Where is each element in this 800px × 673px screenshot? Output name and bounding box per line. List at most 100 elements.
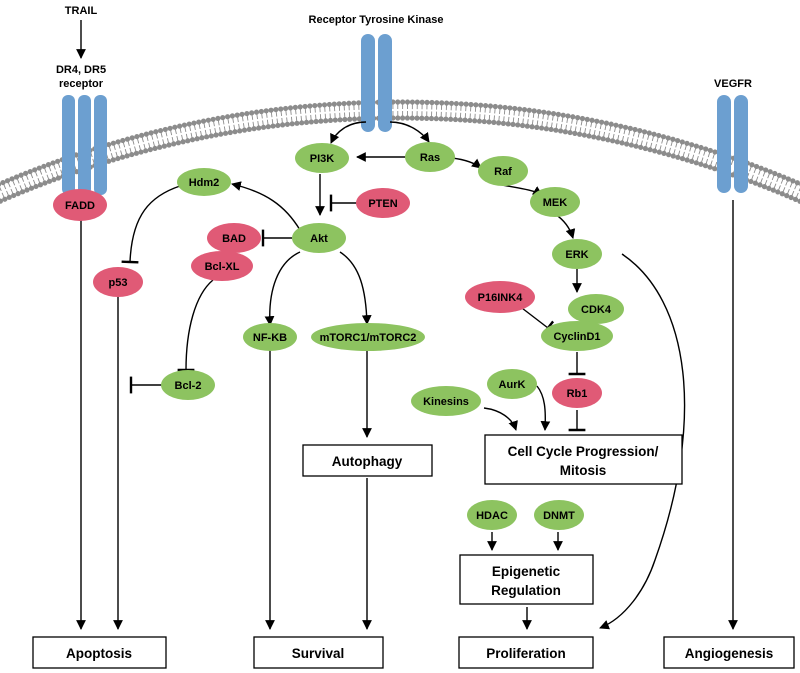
lipid-head [323, 118, 329, 124]
lipid-head [200, 118, 207, 124]
lipid-head [560, 112, 566, 118]
svg-text:ERK: ERK [565, 249, 588, 261]
lipid-head [273, 106, 279, 113]
lipid-head [395, 99, 401, 105]
lipid-head [622, 124, 629, 130]
lipid-head [752, 180, 759, 186]
lipid-head [462, 117, 468, 123]
lipid-head [766, 185, 772, 191]
lipid-head [11, 192, 17, 199]
lipid-head [548, 126, 554, 133]
lipid-head [249, 110, 255, 116]
lipid-head [180, 139, 186, 145]
lipid-head [27, 168, 33, 175]
lipid-head [429, 99, 435, 106]
svg-text:Epigenetic: Epigenetic [492, 564, 561, 579]
lipid-head [46, 178, 53, 184]
lipid-head [670, 136, 676, 142]
lipid-head [162, 126, 168, 133]
lipid-head [638, 144, 644, 150]
lipid-head [256, 125, 262, 131]
lipid-head [213, 132, 219, 138]
lipid-head [143, 131, 149, 137]
svg-text:Regulation: Regulation [491, 583, 561, 598]
lipid-head [139, 132, 145, 138]
node-p53: p53 [93, 267, 143, 297]
lipid-head [308, 119, 314, 125]
lipid-head [347, 116, 353, 122]
lipid-head [468, 101, 474, 108]
lipid-head [232, 129, 238, 135]
lipid-head [265, 124, 271, 130]
svg-text:Akt: Akt [310, 233, 328, 245]
lipid-head [661, 150, 667, 156]
lipid-head [438, 116, 444, 122]
lipid-head [172, 124, 178, 130]
lipid-head [263, 108, 269, 114]
svg-text:Survival: Survival [292, 646, 345, 661]
lipid-head [618, 123, 624, 129]
svg-text:PTEN: PTEN [368, 198, 397, 210]
lipid-head [584, 116, 590, 122]
lipid-head [404, 115, 411, 121]
lipid-head [23, 170, 29, 176]
node-p16ink4: P16INK4 [465, 281, 535, 313]
lipid-head [133, 150, 140, 156]
lipid-head [541, 109, 547, 115]
lipid-head [129, 151, 135, 158]
lipid-head [572, 130, 578, 136]
lipid-head [303, 119, 310, 125]
lipid-head [491, 119, 497, 126]
lipid-head [51, 177, 57, 183]
lipid-head [594, 118, 600, 124]
svg-text:MEK: MEK [543, 197, 568, 209]
node-mek: MEK [530, 187, 580, 217]
node-akt: Akt [292, 223, 346, 253]
lipid-head [260, 124, 267, 130]
node-bcl-2: Bcl-2 [161, 370, 215, 400]
lipid-head [496, 120, 502, 126]
vegfr-label: VEGFR [714, 78, 752, 90]
lipid-head [785, 176, 791, 182]
lipid-head [278, 106, 284, 112]
lipid-head [395, 115, 401, 121]
lipid-head [50, 160, 56, 166]
lipid-head [414, 115, 420, 121]
lipid-head [788, 194, 794, 201]
lipid-head [19, 189, 26, 195]
node-nf-kb: NF-KB [243, 323, 297, 351]
node-hdm2: Hdm2 [177, 168, 231, 196]
lipid-head [492, 103, 498, 110]
lipid-head [483, 103, 489, 109]
lipid-head [346, 100, 352, 106]
lipid-head [550, 111, 557, 117]
lipid-head [37, 182, 44, 188]
svg-text:CDK4: CDK4 [581, 304, 612, 316]
lipid-head [467, 117, 473, 124]
lipid-head [651, 131, 657, 137]
lipid-head [199, 135, 205, 141]
node-kinesins: Kinesins [411, 386, 481, 416]
svg-text:Mitosis: Mitosis [560, 463, 607, 478]
lipid-head [675, 154, 681, 160]
lipid-head [234, 112, 240, 118]
lipid-head [171, 141, 177, 147]
node-ras: Ras [405, 142, 455, 172]
lipid-head [351, 116, 358, 122]
lipid-head [478, 102, 484, 108]
lipid-head [660, 134, 667, 140]
lipid-head [9, 176, 15, 182]
lipid-head [675, 137, 681, 144]
lipid-head [337, 117, 343, 123]
box-epigenetic-regulation: Epigenetic Regulation [459, 554, 594, 605]
node-rb1: Rb1 [552, 378, 602, 408]
lipid-head [784, 193, 790, 199]
svg-text:AurK: AurK [499, 379, 526, 391]
box-cell-cycle: Cell Cycle Progression/ Mitosis [484, 434, 683, 485]
lipid-head [224, 114, 231, 120]
svg-text:p53: p53 [109, 277, 128, 289]
node-fadd: FADD [53, 189, 107, 221]
box-survival: Survival [253, 636, 384, 669]
lipid-head [642, 145, 648, 152]
lipid-head [581, 132, 587, 138]
